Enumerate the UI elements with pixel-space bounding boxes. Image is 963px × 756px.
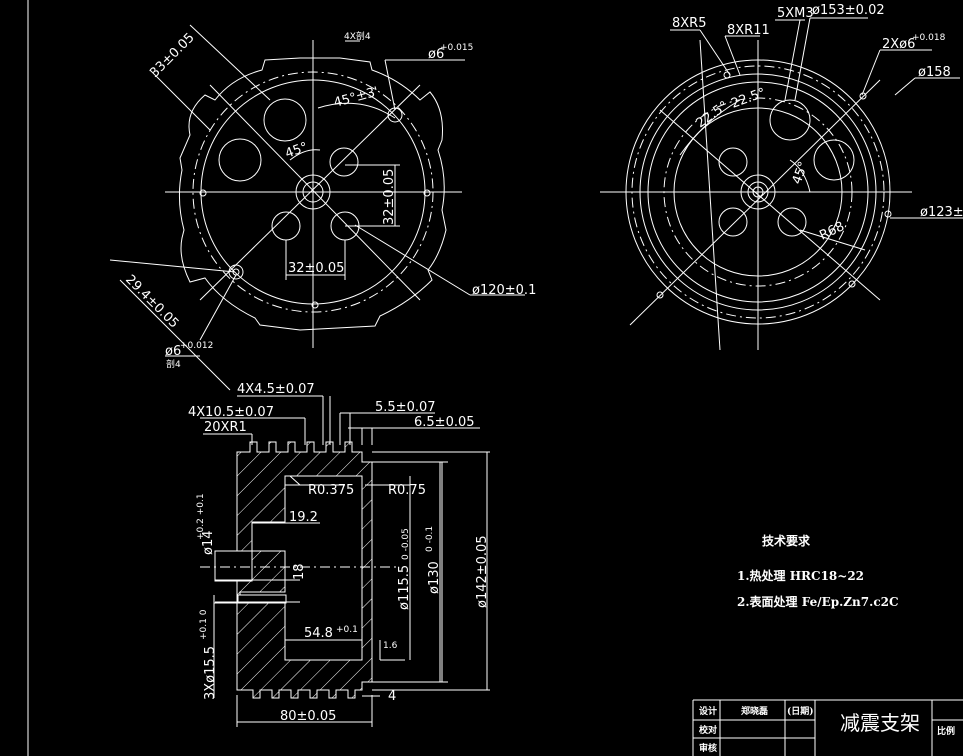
dim-33: 33±0.05 bbox=[147, 30, 197, 80]
dim-d6-bottom: ø6 bbox=[165, 344, 181, 359]
dim-19-2: 19.2 bbox=[289, 510, 318, 525]
dim-d14: ø14 bbox=[201, 531, 216, 556]
hole-s1 bbox=[329, 147, 359, 177]
section-view bbox=[200, 395, 490, 727]
tb-review-label: 审核 bbox=[699, 742, 717, 754]
tb-author: 郑晓磊 bbox=[741, 705, 768, 717]
dim-d14-tol: +0.2 +0.1 bbox=[196, 493, 206, 540]
dim-d115-5: ø115.5 bbox=[397, 565, 412, 610]
section-view-text: 4X4.5±0.07 4X10.5±0.07 20XR1 5.5±0.07 6.… bbox=[188, 382, 490, 724]
tech-requirements: 技术要求 1.热处理 HRC18~22 2.表面处理 Fe/Ep.Zn7.c2C bbox=[737, 533, 899, 609]
front-view-right-text: 8XR5 8XR11 5XM3 ø153±0.02 2Xø6 +0.018 ø1… bbox=[672, 3, 963, 244]
dim-8xr5: 8XR5 bbox=[672, 16, 706, 31]
tb-check-label: 校对 bbox=[699, 724, 717, 736]
tech-line-1: 1.热处理 HRC18~22 bbox=[737, 568, 864, 583]
tech-line-2: 2.表面处理 Fe/Ep.Zn7.c2C bbox=[737, 594, 899, 609]
tb-scale-label: 比例 bbox=[937, 725, 955, 737]
dim-32-horiz: 32±0.05 bbox=[288, 261, 344, 276]
dim-1-6: 1.6 bbox=[383, 641, 398, 651]
dim-6-5: 6.5±0.05 bbox=[414, 415, 475, 430]
dim-29-4: 29.4±0.05 bbox=[122, 272, 181, 331]
front-view-right bbox=[600, 17, 963, 351]
hole-4 bbox=[718, 207, 748, 237]
tech-title: 技术要求 bbox=[762, 533, 811, 548]
hole-ul bbox=[263, 98, 307, 142]
dim-4x10-5: 4X10.5±0.07 bbox=[188, 405, 274, 420]
dim-4x4-5: 4X4.5±0.07 bbox=[237, 382, 315, 397]
hole-5 bbox=[777, 207, 807, 237]
front-view-left bbox=[109, 24, 525, 391]
dim-2xd6: 2Xø6 bbox=[882, 37, 915, 52]
dim-54-8-tol: +0.1 bbox=[336, 625, 358, 635]
dim-5-5: 5.5±0.07 bbox=[375, 400, 436, 415]
dim-d6-bottom-tol: +0.012 bbox=[180, 341, 213, 351]
dim-45: 45° bbox=[283, 140, 310, 162]
dim-d120: ø120±0.1 bbox=[472, 283, 536, 298]
title-block-text: 设计 校对 审核 郑晓磊 (日期) 减震支架 比例 bbox=[699, 705, 955, 754]
section-cavity bbox=[239, 475, 363, 661]
title-block bbox=[692, 699, 963, 756]
dim-r0-375: R0.375 bbox=[308, 483, 354, 498]
outer-profile bbox=[178, 57, 447, 331]
dim-32-vert: 32±0.05 bbox=[382, 169, 397, 225]
tb-part-name: 减震支架 bbox=[840, 711, 920, 735]
hole-3 bbox=[718, 147, 748, 177]
dim-d6-bottom-note: 剖4 bbox=[166, 358, 181, 370]
tb-date: (日期) bbox=[787, 705, 814, 717]
dim-5xm3: 5XM3 bbox=[777, 6, 814, 21]
dim-d6-top-tol: +0.015 bbox=[440, 43, 473, 53]
tb-design-label: 设计 bbox=[699, 705, 717, 717]
dim-d158: ø158 bbox=[918, 65, 951, 80]
dim-18: 18 bbox=[292, 563, 307, 580]
dim-d6-top: ø6 bbox=[428, 47, 444, 62]
dim-d115-5-tol: 0 -0.05 bbox=[401, 528, 411, 560]
dim-2xd6-tol: +0.018 bbox=[912, 33, 946, 43]
dim-3xd15-5: 3Xø15.5 bbox=[203, 646, 218, 700]
dim-d123: ø123±0.05 bbox=[920, 205, 963, 220]
dim-4: 4 bbox=[388, 689, 396, 704]
dim-3xd15-5-tol: +0.1 0 bbox=[199, 609, 209, 640]
hole-2 bbox=[813, 139, 855, 181]
hole-l bbox=[218, 138, 262, 182]
dim-8xr11: 8XR11 bbox=[727, 23, 770, 38]
dim-4x: 4X剖4 bbox=[344, 30, 371, 42]
hole-1 bbox=[769, 99, 811, 141]
dim-d130: ø130 bbox=[427, 561, 442, 594]
dim-54-8: 54.8 bbox=[304, 626, 333, 641]
dim-45: 45° bbox=[790, 160, 812, 187]
dim-d142: ø142±0.05 bbox=[475, 535, 490, 608]
section-hole-left bbox=[214, 550, 253, 582]
dim-r0-75: R0.75 bbox=[388, 483, 426, 498]
dim-20xr1: 20XR1 bbox=[204, 420, 247, 435]
dim-d130-tol: 0 -0.1 bbox=[425, 526, 435, 552]
dim-80: 80±0.05 bbox=[280, 709, 336, 724]
dim-d153: ø153±0.02 bbox=[812, 3, 885, 18]
